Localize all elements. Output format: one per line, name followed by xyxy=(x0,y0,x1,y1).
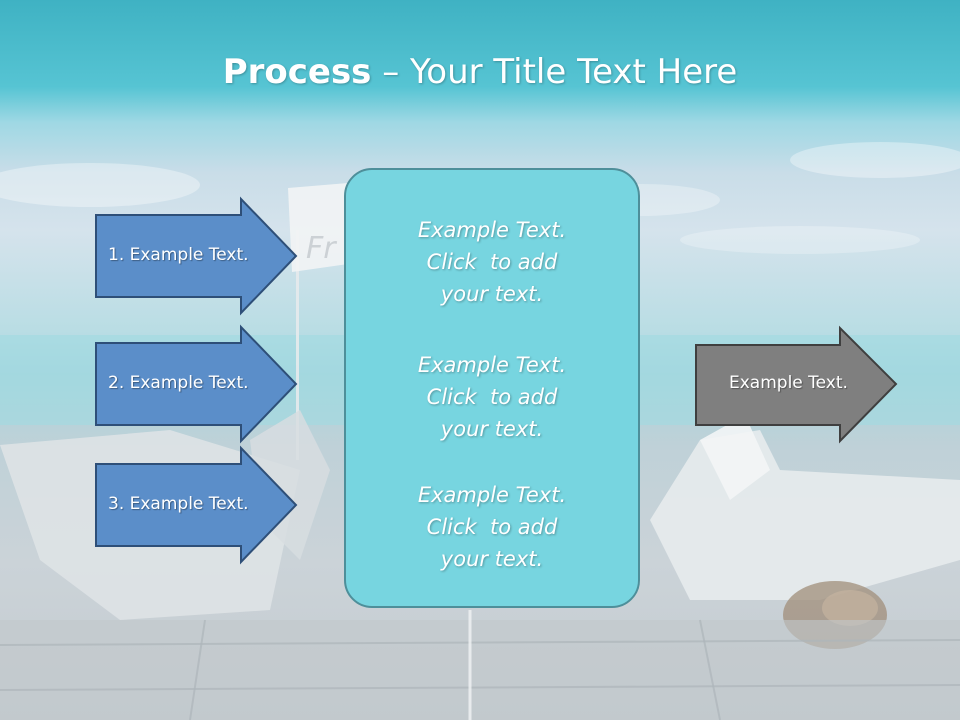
left-arrow-3-label: 3. Example Text. xyxy=(108,494,249,514)
center-paragraph-1[interactable]: Example Text. Click to add your text. xyxy=(417,218,567,306)
title-bold: Process xyxy=(222,52,372,92)
right-arrow[interactable] xyxy=(695,325,898,444)
center-text-box[interactable]: Example Text. Click to add your text. Ex… xyxy=(344,168,640,608)
left-arrow-1[interactable] xyxy=(95,196,298,316)
svg-text:Fr: Fr xyxy=(306,231,337,266)
left-arrow-3[interactable] xyxy=(95,445,298,565)
left-arrow-2-label: 2. Example Text. xyxy=(108,373,249,393)
left-arrow-2[interactable] xyxy=(95,324,298,444)
title-rest: – Your Title Text Here xyxy=(371,52,738,92)
center-paragraph-3[interactable]: Example Text. Click to add your text. xyxy=(417,483,567,571)
slide-title[interactable]: Process – Your Title Text Here xyxy=(0,52,960,92)
right-arrow-label: Example Text. xyxy=(729,373,848,393)
left-arrow-1-label: 1. Example Text. xyxy=(108,245,249,265)
center-paragraph-2[interactable]: Example Text. Click to add your text. xyxy=(417,353,567,441)
